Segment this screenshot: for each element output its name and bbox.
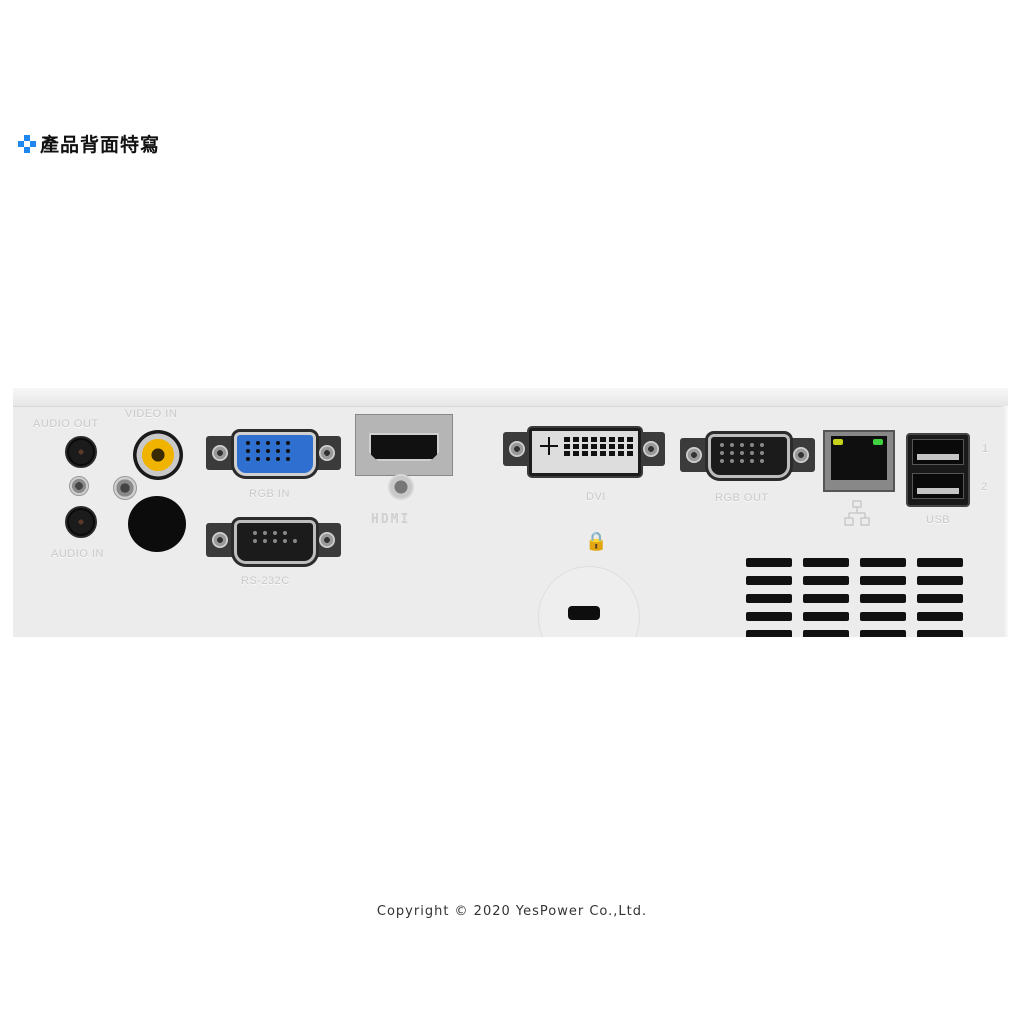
network-icon <box>844 500 870 526</box>
kensington-lock-icon: 🔒 <box>585 531 608 552</box>
video-in-label: VIDEO IN <box>125 408 178 420</box>
usb-port-1-label: 1 <box>982 443 989 455</box>
lan-led-right <box>873 439 883 445</box>
panel-top-edge <box>13 388 1008 407</box>
screw-icon <box>388 474 414 500</box>
dvi-blade <box>548 437 550 455</box>
dvi-label: DVI <box>586 491 606 503</box>
lan-port <box>823 430 895 492</box>
lan-led-left <box>833 439 843 445</box>
panel-right-edge <box>1002 406 1008 637</box>
screw-icon <box>69 476 89 496</box>
audio-in-jack <box>65 506 97 538</box>
rgb-out-port <box>708 434 790 478</box>
copyright-text: Copyright © 2020 YesPower Co.,Ltd. <box>376 904 648 919</box>
pins <box>246 441 290 461</box>
usb-ports <box>906 433 970 507</box>
usb-port-1 <box>912 439 964 465</box>
audio-out-jack <box>65 436 97 468</box>
screw-icon <box>113 476 137 500</box>
ventilation-grille <box>746 558 963 637</box>
usb-port-2 <box>912 473 964 499</box>
usb-port-2-label: 2 <box>981 481 988 493</box>
audio-in-label: AUDIO IN <box>51 548 104 560</box>
hdmi-port <box>369 433 439 461</box>
rgb-in-port <box>234 432 316 476</box>
hdmi-logo-label: HDMI <box>371 512 411 527</box>
rgb-out-label: RGB OUT <box>715 492 769 504</box>
dvi-port <box>529 428 641 476</box>
dvi-pins <box>564 437 633 456</box>
usb-label: USB <box>926 514 951 526</box>
rs232c-port <box>234 520 316 564</box>
rgb-in-label: RGB IN <box>249 488 290 500</box>
projector-rear-panel: AUDIO OUT VIDEO IN AUDIO IN RGB IN RS-23… <box>13 388 1008 637</box>
video-in-rca-jack <box>133 430 183 480</box>
rs232c-label: RS-232C <box>241 575 290 587</box>
ir-sensor-knob <box>128 496 186 552</box>
audio-out-label: AUDIO OUT <box>33 418 99 430</box>
blue-cross-bullet-icon <box>18 134 36 153</box>
pins <box>720 443 764 463</box>
section-title-text: 產品背面特寫 <box>40 134 161 156</box>
kensington-lock-circle <box>538 566 640 637</box>
section-title: 產品背面特寫 <box>18 130 160 157</box>
kensington-lock-slot <box>568 606 600 620</box>
pins <box>253 531 297 543</box>
